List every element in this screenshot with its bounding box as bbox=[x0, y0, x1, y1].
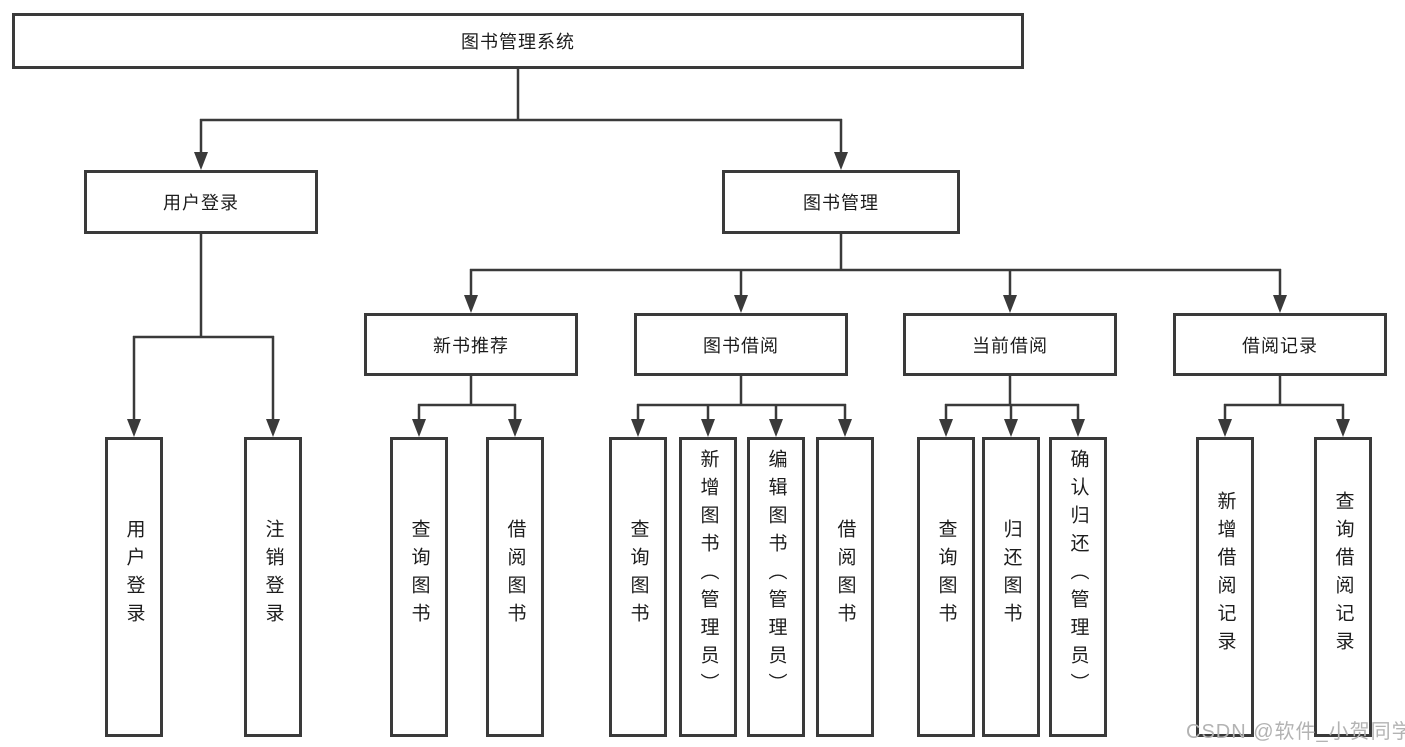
leaf-borrowing-add-book-admin: 新增图书（管理员） bbox=[679, 437, 737, 737]
leaf-current-query-books: 查询图书 bbox=[917, 437, 975, 737]
leaf-current-query-books-label: 查询图书 bbox=[935, 519, 957, 631]
node-borrowing-records: 借阅记录 bbox=[1173, 313, 1387, 376]
leaf-borrowing-borrow-books-label: 借阅图书 bbox=[834, 519, 856, 631]
leaf-logout-label: 注销登录 bbox=[262, 519, 284, 631]
leaf-borrowing-borrow-books: 借阅图书 bbox=[816, 437, 874, 737]
node-user-login-label: 用户登录 bbox=[163, 193, 239, 213]
node-book-management-label: 图书管理 bbox=[803, 193, 879, 213]
leaf-newbook-query-books-label: 查询图书 bbox=[408, 519, 430, 631]
leaf-borrowing-edit-book-admin-label: 编辑图书（管理员） bbox=[765, 449, 787, 701]
leaf-borrowing-query-books-label: 查询图书 bbox=[627, 519, 649, 631]
node-library-system-label: 图书管理系统 bbox=[461, 32, 575, 52]
csdn-watermark: CSDN @软件_小贺同学 bbox=[1186, 721, 1405, 743]
node-book-borrowing: 图书借阅 bbox=[634, 313, 848, 376]
leaf-records-add-record-label: 新增借阅记录 bbox=[1214, 491, 1236, 659]
leaf-newbook-query-books: 查询图书 bbox=[390, 437, 448, 737]
leaf-current-confirm-return-admin-label: 确认归还（管理员） bbox=[1067, 449, 1089, 701]
node-book-borrowing-label: 图书借阅 bbox=[703, 335, 779, 356]
connector-lines bbox=[132, 69, 1345, 423]
leaf-records-query-record: 查询借阅记录 bbox=[1314, 437, 1372, 737]
node-user-login: 用户登录 bbox=[84, 170, 318, 234]
leaf-borrowing-edit-book-admin: 编辑图书（管理员） bbox=[747, 437, 805, 737]
leaf-current-return-books: 归还图书 bbox=[982, 437, 1040, 737]
node-borrowing-records-label: 借阅记录 bbox=[1242, 335, 1318, 356]
leaf-current-confirm-return-admin: 确认归还（管理员） bbox=[1049, 437, 1107, 737]
node-new-book-recommendation: 新书推荐 bbox=[364, 313, 578, 376]
node-current-borrowing-label: 当前借阅 bbox=[972, 335, 1048, 356]
node-new-book-recommendation-label: 新书推荐 bbox=[433, 335, 509, 356]
node-library-system: 图书管理系统 bbox=[12, 13, 1024, 69]
leaf-newbook-borrow-books-label: 借阅图书 bbox=[504, 519, 526, 631]
leaf-borrowing-add-book-admin-label: 新增图书（管理员） bbox=[697, 449, 719, 701]
leaf-records-add-record: 新增借阅记录 bbox=[1196, 437, 1254, 737]
leaf-user-login-label: 用户登录 bbox=[123, 519, 145, 631]
leaf-logout: 注销登录 bbox=[244, 437, 302, 737]
leaf-borrowing-query-books: 查询图书 bbox=[609, 437, 667, 737]
leaf-newbook-borrow-books: 借阅图书 bbox=[486, 437, 544, 737]
leaf-current-return-books-label: 归还图书 bbox=[1000, 519, 1022, 631]
leaf-user-login: 用户登录 bbox=[105, 437, 163, 737]
node-current-borrowing: 当前借阅 bbox=[903, 313, 1117, 376]
leaf-records-query-record-label: 查询借阅记录 bbox=[1332, 491, 1354, 659]
node-book-management: 图书管理 bbox=[722, 170, 960, 234]
